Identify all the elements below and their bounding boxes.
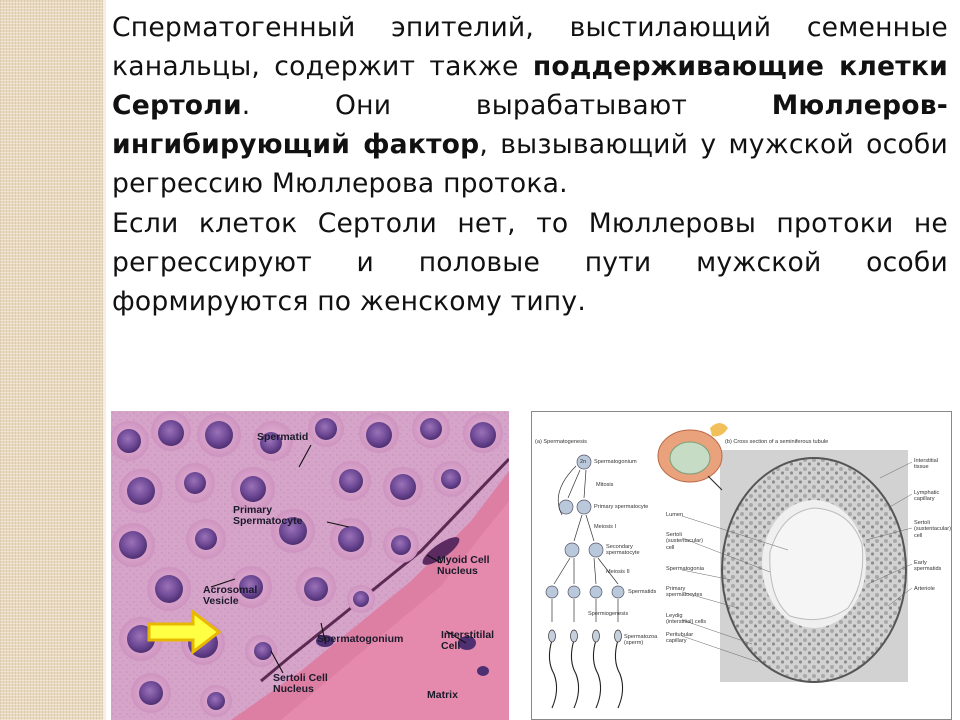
dlabel-lumen: Lumen — [666, 512, 684, 518]
dlabel-primary: Primary spermatocyte — [594, 504, 649, 510]
pointer-lines — [210, 444, 467, 674]
dlabel-meiosis2: Meiosis II — [606, 569, 630, 575]
label-acrosomal-vesicle: Acrosomal Vesicle — [203, 584, 258, 607]
dlabel-early-spermatids: Early spermatids — [914, 560, 942, 573]
diagram-image — [545, 423, 913, 709]
dlabel-interstitial-tissue: Interstitial tissue — [914, 458, 938, 471]
cell-circles — [545, 454, 625, 599]
text-run: . Они вырабатывают — [241, 90, 772, 121]
dlabel-sertoli-right: Sertoli (sustentacular) cell — [914, 520, 951, 539]
dlabel-meiosis1: Meiosis I — [594, 524, 617, 530]
spermatogenesis-diagram: (a) Spermatogenesis (b) Cross section of… — [531, 411, 952, 720]
paragraph-1: Сперматогенный эпителий, выстилающий сем… — [112, 8, 948, 203]
decorative-left-strip — [0, 0, 103, 720]
dlabel-spermatogonia: Spermatogonia — [666, 566, 704, 572]
dlabel-arteriole: Arteriole — [914, 586, 935, 592]
text-run: Сперматогенный эпителий, выстилающий сем… — [112, 12, 948, 82]
slide-text: Сперматогенный эпителий, выстилающий сем… — [112, 8, 948, 321]
flow-arrows — [551, 465, 619, 622]
dlabel-spermiogenesis: Spermiogenesis — [588, 611, 629, 617]
strip-edge — [103, 0, 106, 720]
sperm-icons — [548, 639, 624, 709]
dlabel-spermatids: Spermatids — [628, 589, 657, 595]
micrograph-image — [111, 411, 509, 720]
dlabel-secondary: Secondary spermatocyte — [606, 544, 640, 557]
dlabel-spermatozoa: Spermatozoa (sperm) — [624, 634, 658, 647]
label-matrix: Matrix — [427, 689, 458, 701]
diagram-title-b: (b) Cross section of a seminiferous tubu… — [725, 439, 829, 445]
text-run: , вызывающий у мужской особи регрессию М… — [112, 129, 948, 199]
diagram-pointer-lines — [681, 461, 913, 663]
dlabel-mitosis: Mitosis — [596, 482, 614, 488]
dlabel-primary-spermatocytes: Primary spermatocytes — [666, 586, 703, 599]
bold-sertoli-cells: поддерживающие клетки Сертоли — [112, 51, 948, 121]
label-sertoli-cell-nucleus: Sertoli Cell Nucleus — [273, 672, 328, 695]
dlabel-peritubular: Peritubular capillary — [666, 632, 694, 645]
histology-micrograph: Spermatid Primary Spermatocyte Myoid Cel… — [111, 411, 509, 720]
dlabel-spermatogonium: Spermatogonium — [594, 459, 637, 465]
paragraph-2: Если клеток Сертоли нет, то Мюллеровы пр… — [112, 208, 948, 317]
yellow-arrow-icon — [147, 608, 222, 656]
diagram-title-a: (a) Spermatogenesis — [535, 439, 587, 445]
label-primary-spermatocyte: Primary Spermatocyte — [233, 504, 303, 527]
dlabel-leydig: Leydig (interstitial) cells — [666, 613, 707, 626]
label-spermatogonium: Spermatogonium — [317, 633, 404, 645]
ploidy-2n: 2n — [580, 459, 587, 465]
bold-mif: Мюллеров-ингибирующий фактор — [112, 90, 948, 160]
label-spermatid: Spermatid — [257, 431, 309, 443]
cells — [111, 411, 503, 717]
dlabel-lymphatic: Lymphatic capillary — [914, 490, 940, 503]
label-interstitial-cell: Interstitilal Cell — [441, 629, 495, 652]
dlabel-sertoli: Sertoli (sustentacular) cell — [666, 532, 703, 551]
label-myoid-cell-nucleus: Myoid Cell Nucleus — [437, 554, 490, 577]
